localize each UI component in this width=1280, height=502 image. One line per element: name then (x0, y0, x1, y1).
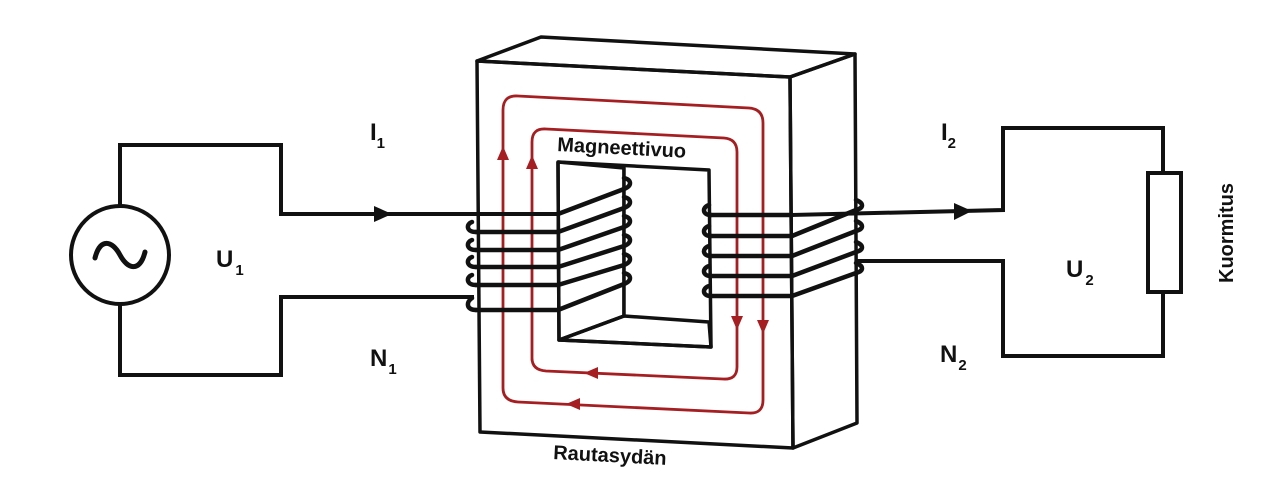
secondary-top-wire (789, 126, 1165, 218)
magnetic-flux (497, 94, 769, 415)
primary-current-arrow (374, 206, 392, 222)
flux-arrow-left-outer (566, 398, 580, 410)
primary-current-label: I1 (370, 119, 385, 152)
primary-top-wire (118, 143, 560, 216)
core-window-edge (556, 160, 713, 349)
flux-arrow-left-inner (584, 367, 598, 379)
secondary-turns-label: N2 (940, 341, 967, 374)
secondary-winding (701, 197, 865, 299)
iron-core (475, 35, 859, 450)
primary-winding (465, 175, 633, 313)
flux-arrow-up-inner (526, 155, 538, 169)
resistor-icon (1146, 171, 1183, 294)
flux-arrow-down-inner (731, 316, 743, 330)
flux-arrow-up-outer (497, 146, 509, 160)
flux-loop-outer (501, 94, 765, 415)
flux-arrow-down-outer (757, 320, 769, 334)
primary-bottom-wire (118, 295, 474, 377)
secondary-circuit (789, 126, 1183, 358)
primary-turns-label: N1 (370, 345, 397, 378)
load-label: Kuormitus (1216, 183, 1238, 283)
primary-circuit (69, 143, 560, 377)
secondary-bottom-wire (856, 259, 1165, 358)
core-label: Rautasydän (553, 442, 667, 470)
flux-label: Magneettivuo (557, 134, 687, 163)
secondary-current-label: I2 (941, 119, 956, 152)
ac-source-icon (69, 204, 171, 306)
flux-loop-inner (530, 127, 739, 381)
secondary-current-arrow (954, 203, 972, 220)
core-window-opening (624, 168, 709, 322)
